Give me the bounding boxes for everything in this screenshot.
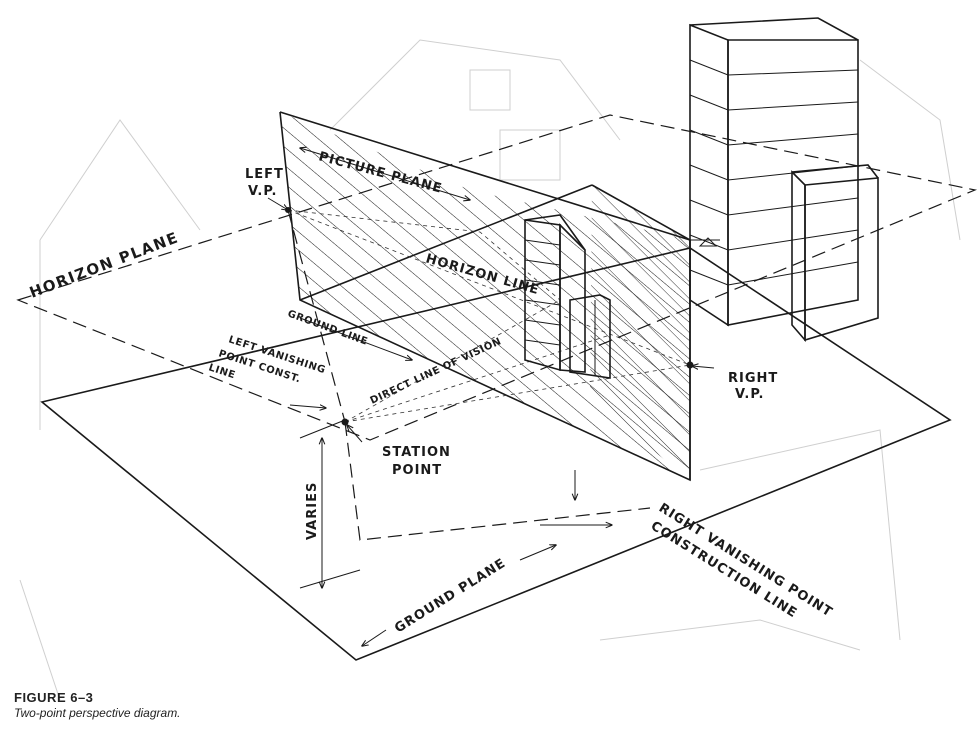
left-vp-label-2: V.P.	[248, 184, 277, 199]
figure-description: Two-point perspective diagram.	[14, 706, 181, 720]
left-vp-construction-line	[287, 209, 346, 423]
tall-tower	[689, 17, 859, 327]
picture-plane	[280, 112, 690, 480]
vision-line-right	[344, 364, 691, 423]
right-vp-label-2: V.P.	[735, 387, 764, 402]
vision-line-ray	[344, 334, 611, 423]
center-building	[524, 214, 611, 379]
right-vp-arrow	[692, 366, 715, 368]
picture-plane-top	[279, 111, 691, 241]
ground-plane-arrow-right	[519, 545, 556, 561]
left-vp-label-1: LEFT	[245, 167, 284, 182]
vision-line-center	[344, 299, 561, 423]
station-point-dot	[341, 418, 349, 426]
varies-extension-lines	[299, 419, 361, 589]
ground-line-arrow	[299, 317, 412, 360]
station-point-label-1: STATION	[382, 445, 451, 460]
horizon-plane-outline	[16, 114, 978, 441]
right-vp-const-label-1: RIGHT VANISHING POINT	[656, 501, 835, 621]
background-house-sketch	[19, 39, 961, 701]
left-vp-const-label-3: LINE	[207, 362, 237, 381]
right-vp-const-label-2: CONSTRUCTION LINE	[648, 519, 800, 622]
figure-caption: FIGURE 6–3 Two-point perspective diagram…	[14, 690, 181, 720]
horizon-plane-label: HORIZON PLANE	[27, 228, 181, 302]
station-point-arrow	[347, 425, 363, 443]
station-point-label-2: POINT	[392, 463, 442, 478]
left-vp-arrow	[267, 197, 288, 210]
varies-label: VARIES	[305, 482, 320, 540]
figure-title: FIGURE 6–3	[14, 690, 94, 705]
picture-plane-arrow	[300, 148, 470, 200]
short-tower	[791, 164, 879, 343]
right-vp-dot	[686, 361, 694, 369]
picture-plane-edge	[279, 111, 691, 482]
left-vp-const-arrow	[289, 405, 326, 408]
vision-line-left	[287, 209, 561, 301]
ground-plane-label: GROUND PLANE	[392, 556, 509, 637]
right-vp-label-1: RIGHT	[728, 371, 778, 386]
right-vp-construction-line	[344, 421, 651, 541]
vp-triangle-icon	[698, 237, 718, 247]
ground-plane-arrow-left	[362, 629, 387, 646]
